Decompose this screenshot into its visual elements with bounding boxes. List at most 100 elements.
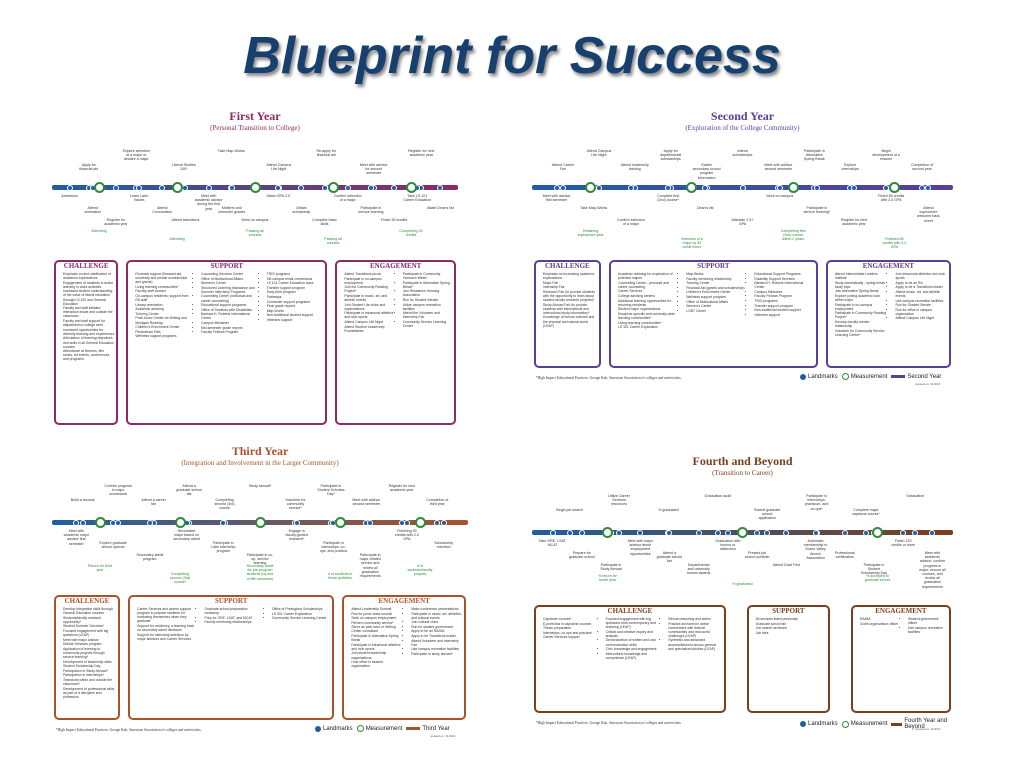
landmark-dot <box>146 519 153 526</box>
support-heading: SUPPORT <box>210 262 244 270</box>
landmark-dot <box>434 519 441 526</box>
support-item: Financial support (financial aid, univer… <box>135 272 192 284</box>
landmark-dot <box>549 529 556 536</box>
timeline-event-top: % graduated <box>658 508 679 512</box>
support-item: Graduate school fair <box>756 622 826 626</box>
engagement-list: Attend Transitions picnicParticipate in … <box>337 272 395 333</box>
support-item: LS 301 Career Exploration <box>618 325 677 329</box>
support-item: Support for residency, a learning track … <box>137 624 195 632</box>
legend-measurement: Measurement <box>841 720 887 728</box>
timeline-event-bottom: Meet with academic major advisor first s… <box>63 529 90 546</box>
engagement-box: ENGAGEMENTAttend Transitions picnicParti… <box>335 260 456 425</box>
engagement-item: Participate in music, art, athletics, an… <box>411 612 462 620</box>
support-item: Persistence Pals <box>135 330 192 334</box>
timeline-event-bottom: Reconsider major based on secondary admi… <box>173 529 200 542</box>
engagement-item: Attend Volunteer and Internship Fair <box>411 639 462 647</box>
challenge-box: CHALLENGECapstone courses*E-portfolios i… <box>534 605 726 713</box>
timeline-event-top: Volunteer for community service* <box>285 498 306 511</box>
timeline-event-top: Participate in internships, practicum, a… <box>804 494 829 511</box>
landmark-dot <box>665 184 672 191</box>
support-item: Final grade reports <box>267 304 324 308</box>
engagement-item: Run for Student Senate <box>403 298 452 302</box>
landmark-dot <box>367 519 374 526</box>
engagement-item: Participate in on-campus employment <box>835 303 887 311</box>
challenge-item: Development of professional skills as pa… <box>63 687 116 699</box>
engagement-item: Join Student Life clubs and organization… <box>344 303 393 311</box>
challenge-item: Practice anchored in active involvement … <box>668 622 722 638</box>
engagement-item: Perform community service* <box>351 621 402 625</box>
support-item: Structured Learning Assistance and Summe… <box>201 286 258 294</box>
engagement-item: Attend Student Leadership Roundtables <box>344 325 393 333</box>
support-columns: Career Services and alumni support progr… <box>130 606 332 641</box>
support-item: LS 301 Career Exploration <box>272 612 330 616</box>
landmark-dot <box>159 184 166 191</box>
timeline-event-bottom: Meet with advisor first semester <box>542 194 571 203</box>
timeline-event-bottom: Secondary admit program <box>136 553 164 562</box>
support-item: Career Services <box>618 289 677 293</box>
support-item: LS 101 Career Education class <box>267 281 324 285</box>
engagement-list: Make conference presentationsParticipate… <box>404 607 464 669</box>
timeline-bar-icon <box>891 722 903 726</box>
landmark-dot <box>637 529 644 536</box>
landmark-dot <box>275 184 282 191</box>
timeline-event-top: Utilize Career Services resources <box>608 494 630 507</box>
timeline-event-bottom: Participate in Study Abroad <box>600 563 622 572</box>
support-item: Mid-semester grade reports <box>201 326 258 330</box>
timeline-event-bottom: Register for next academic year <box>840 218 868 227</box>
timeline-event-top: Participate in Alternative Spring Break <box>803 149 825 162</box>
landmark-dot-icon <box>315 725 321 732</box>
support-item: Office of Multicultural Affairs <box>201 277 258 281</box>
landmark-dot <box>559 184 566 191</box>
support-item: Transfer support program <box>267 286 324 290</box>
engagement-item: Hold office in student organization <box>351 660 402 668</box>
engagement-list: Student government officerUse campus rec… <box>901 617 949 634</box>
measurement-ring <box>327 182 339 193</box>
support-item: Financial Aid (grants and scholarships) <box>686 286 745 290</box>
engagement-item: Attend the Volunteer and Internship Fair <box>403 311 452 319</box>
support-item: Barbara H. Roberts International Center <box>754 281 813 289</box>
engagement-item: Utilize campus recreation facilities <box>403 303 452 311</box>
timeline-event-bottom: Finish 30 credits <box>380 218 408 222</box>
challenge-item: Develop integration skills through Gener… <box>63 607 116 615</box>
revised-note: revised on: 11/4/10 <box>430 734 456 738</box>
landmark-dot <box>205 184 212 191</box>
measurement-ring-icon <box>356 725 364 732</box>
support-item: Faculty Fellows Program <box>201 330 258 334</box>
timeline-event-top: Take Map-Works <box>217 149 245 153</box>
challenge-item: Intercultural knowledge and competence (… <box>606 652 660 660</box>
timeline-bar-icon <box>891 375 906 378</box>
measurement-label: Completing 30 credits <box>399 229 423 238</box>
timeline-event-bottom: Register for academic year <box>104 218 128 227</box>
engagement-item: Apply to be Transitions leader <box>411 634 462 638</box>
timeline-event-top: Complete major capstone course* <box>852 508 880 517</box>
timeline-event-bottom: Attend Convocation <box>152 206 173 215</box>
measurement-label: Return for third year <box>88 564 112 573</box>
timeline-event-top: Begin job search <box>556 508 584 512</box>
engagement-columns: Attend Leadership SummitRun for junior c… <box>344 606 464 669</box>
footnote: *High Impact Educational Practices, Geor… <box>536 376 682 380</box>
landmark-dot <box>182 184 189 191</box>
challenge-item: Focused engagement with big questions bo… <box>606 617 660 629</box>
landmark-dot <box>724 529 731 536</box>
revised-note: revised on: 11/4/10 <box>915 727 941 731</box>
timeline-event-top: Attend Campus Life Night <box>266 163 292 172</box>
challenge-item: Participation in internships* <box>63 673 116 677</box>
support-list: Educational Support ProgramsDisability S… <box>747 272 815 330</box>
timeline-event-top: Register for next academic year <box>408 149 435 158</box>
support-list: Counseling Services CenterOffice of Mult… <box>194 272 260 339</box>
timeline-event-bottom: Participate in Lake internship program <box>211 541 236 554</box>
measurement-label: % accepted to graduate school <box>864 574 891 583</box>
challenge-item: Faculty and staff support for adjustment… <box>63 319 114 327</box>
timeline-event-top: Completion of second year <box>910 163 934 172</box>
engagement-item: Join Residence Housing Association <box>403 289 452 297</box>
support-item: Office of Multicultural Affairs <box>686 300 745 304</box>
challenge-item: Internships, co-ops and practica* <box>543 631 597 635</box>
timeline-event-bottom: Work on campus <box>241 218 269 222</box>
timeline-event-bottom: Professional certification <box>834 551 855 560</box>
support-item: College advising centers <box>618 294 677 298</box>
support-heading: SUPPORT <box>772 607 805 615</box>
support-item: Counseling Services Center <box>201 272 258 276</box>
landmark-dot <box>627 184 634 191</box>
timeline-event-bottom: Participate in service learning <box>358 206 384 215</box>
support-item: Non-traditional student support <box>267 313 324 317</box>
